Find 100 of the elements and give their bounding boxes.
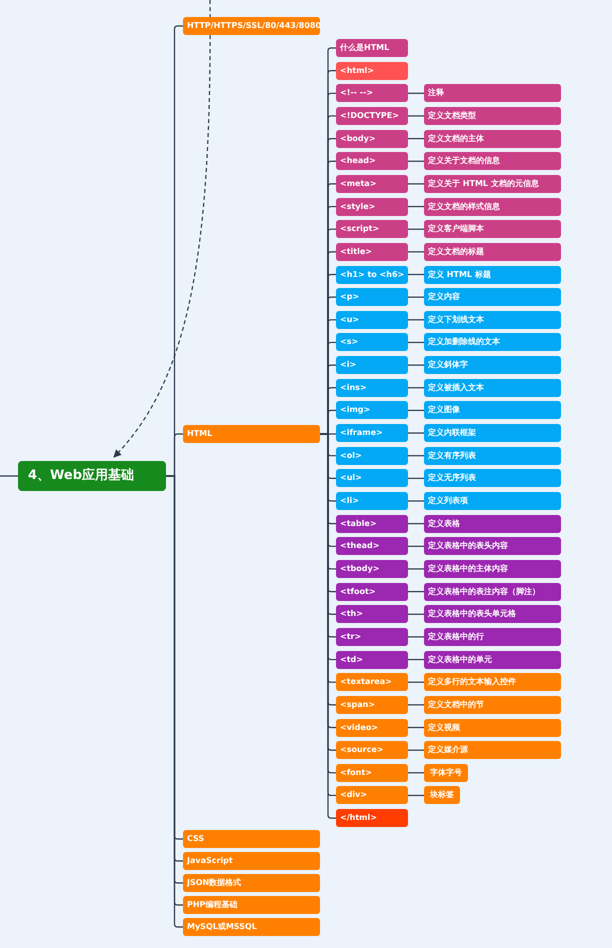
branch-box: 定义客户端脚本 [424, 220, 561, 238]
branch-box: MySQL或MSSQL [183, 918, 320, 936]
branch-box: <style> [336, 198, 408, 216]
branch-box: <tfoot> [336, 582, 408, 601]
branch-box: <title> [336, 242, 408, 261]
connector-line [408, 726, 424, 728]
connector-line [408, 591, 424, 592]
branch-box: 定义斜体字 [424, 356, 561, 374]
branch-box: PHP编程基础 [183, 896, 320, 914]
branch-box: <i> [336, 356, 408, 374]
branch-box: 定义 HTML 标题 [424, 266, 561, 284]
branch-box: 定义列表项 [424, 492, 561, 510]
branch-box: 定义表格 [424, 514, 561, 533]
branch-box: 定义内联框架 [424, 424, 561, 442]
branch-box: 注释 [424, 84, 561, 102]
branch-box: <table> [336, 514, 408, 533]
branch-box: 定义表格中的主体内容 [424, 560, 561, 578]
branch-box: 定义表格中的单元 [424, 650, 561, 669]
arrow [113, 0, 211, 458]
connector-line [408, 546, 424, 547]
connector-line [408, 92, 424, 94]
branch-box: 定义加删除线的文本 [424, 333, 561, 352]
branch-box: 定义媒介源 [424, 741, 561, 760]
topic-box: 4、Web应用基础 [18, 461, 166, 491]
branch-box: <ol> [336, 446, 408, 465]
connector-line [408, 160, 424, 162]
connector-line [408, 296, 424, 298]
connector-line [408, 387, 424, 388]
branch-box: 定义文档类型 [424, 106, 561, 125]
branch-box: 定义图像 [424, 401, 561, 420]
branch-box: JavaScript [183, 852, 320, 870]
branch-box: 什么是HTML [336, 39, 408, 57]
branch-box: 定义下划线文本 [424, 310, 561, 329]
connector-line [408, 251, 424, 252]
branch-box: 定义有序列表 [424, 446, 561, 465]
branch-box: <body> [336, 130, 408, 148]
connector-line [408, 455, 424, 456]
connector-line [408, 138, 424, 140]
connector-line [408, 614, 424, 615]
branch-box: <td> [336, 650, 408, 669]
branch-box: <span> [336, 696, 408, 714]
branch-box: 定义文档的主体 [424, 130, 561, 148]
branch-box: <h1> to <h6> [336, 266, 408, 284]
branch-box: <p> [336, 288, 408, 306]
connector-line [408, 364, 424, 366]
branch-box: <script> [336, 220, 408, 238]
connector-line [408, 410, 424, 411]
branch-box: <!-- --> [336, 84, 408, 102]
connector-line [408, 115, 424, 117]
branch-box: CSS [183, 830, 320, 848]
connector-line [408, 704, 424, 706]
branch-box: <source> [336, 741, 408, 760]
branch-box: <head> [336, 152, 408, 170]
branch-box: 定义表格中的行 [424, 628, 561, 646]
branch-box: <thead> [336, 537, 408, 556]
branch-box: <textarea> [336, 673, 408, 692]
connector-line [408, 478, 424, 479]
connector-line [408, 794, 424, 796]
branch-box: 定义多行的文本输入控件 [424, 673, 561, 692]
branch-box: 定义关于文档的信息 [424, 152, 561, 170]
branch-box: 定义表格中的表注内容（脚注） [424, 582, 561, 601]
connector-line [408, 682, 424, 683]
branch-box: 定义视频 [424, 718, 561, 736]
connector-line [408, 750, 424, 751]
branch-box: <div> [336, 786, 408, 804]
branch-box: <font> [336, 764, 408, 782]
connector-line [408, 319, 424, 320]
branch-box: 定义文档的标题 [424, 242, 561, 261]
connector-line [408, 432, 424, 434]
connector-line [0, 475, 18, 477]
branch-box: <th> [336, 605, 408, 624]
branch-box: 定义文档的样式信息 [424, 198, 561, 216]
connector-line [408, 772, 424, 774]
branch-box: HTML [183, 425, 320, 443]
branch-box: 定义文档中的节 [424, 696, 561, 714]
connector-line [408, 636, 424, 638]
connector-line [408, 228, 424, 230]
branch-box: <u> [336, 310, 408, 329]
branch-box: <video> [336, 718, 408, 736]
branch-box: JSON数据格式 [183, 874, 320, 892]
branch-box: 定义无序列表 [424, 469, 561, 488]
branch-box: 定义表格中的表头单元格 [424, 605, 561, 624]
branch-box: 定义内容 [424, 288, 561, 306]
branch-box: <html> [336, 62, 408, 80]
branch-box: </html> [336, 809, 408, 828]
branch-box: 定义关于 HTML 文档的元信息 [424, 174, 561, 193]
branch-box: 字体字号 [424, 764, 468, 782]
branch-box: 定义表格中的表头内容 [424, 537, 561, 556]
branch-box: 块标签 [424, 786, 460, 804]
branch-box: <!DOCTYPE> [336, 106, 408, 125]
branch-box: <iframe> [336, 424, 408, 442]
connector-line [408, 342, 424, 344]
connector-line [408, 658, 424, 660]
branch-box: <img> [336, 401, 408, 420]
connector-line [408, 274, 424, 276]
connector-line [408, 183, 424, 184]
connector-line [408, 523, 424, 524]
branch-box: <tr> [336, 628, 408, 646]
branch-box: <meta> [336, 174, 408, 193]
branch-box: <ins> [336, 378, 408, 397]
